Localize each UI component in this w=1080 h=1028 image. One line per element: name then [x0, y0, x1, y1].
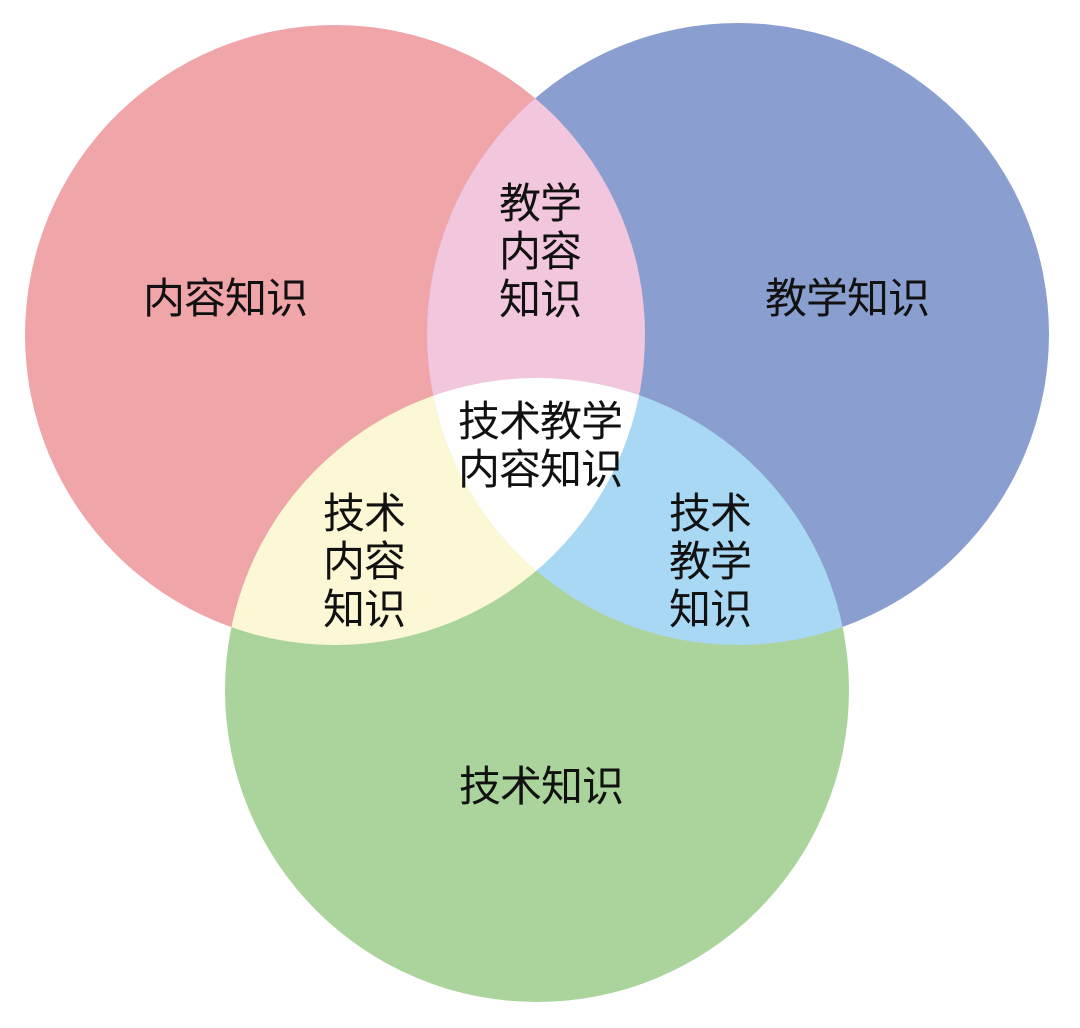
tck-label: 技术 内容 知识: [322, 489, 406, 634]
tck-region: [225, 378, 645, 645]
tpack-label: 技术教学 内容知识: [457, 397, 623, 494]
technological-knowledge-label: 技术知识: [458, 762, 624, 811]
tpk-region: [427, 378, 849, 645]
tpk-label: 技术 教学 知识: [668, 489, 752, 634]
pedagogical-knowledge-label: 教学知识: [764, 274, 930, 323]
pck-label: 教学 内容 知识: [498, 179, 582, 324]
content-knowledge-label: 内容知识: [142, 274, 308, 323]
